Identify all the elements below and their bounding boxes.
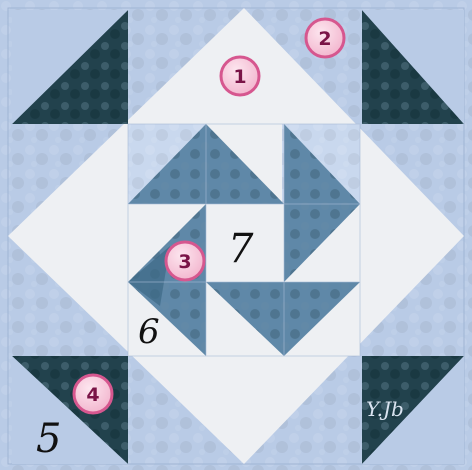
badge-2-label: 2 [318,28,331,50]
badge-4: 4 [74,375,112,413]
handwritten-label-5: 5 [36,416,61,462]
signature-logo: Y.Jb [366,397,404,421]
handwritten-label-7: 7 [228,226,254,272]
badge-1: 1 [221,57,259,95]
handwritten-label-6: 6 [138,312,160,352]
badge-3: 3 [166,242,204,280]
badge-1-label: 1 [233,66,246,88]
badge-4-label: 4 [86,384,99,406]
badge-3-label: 3 [178,251,191,273]
badge-2: 2 [306,19,344,57]
